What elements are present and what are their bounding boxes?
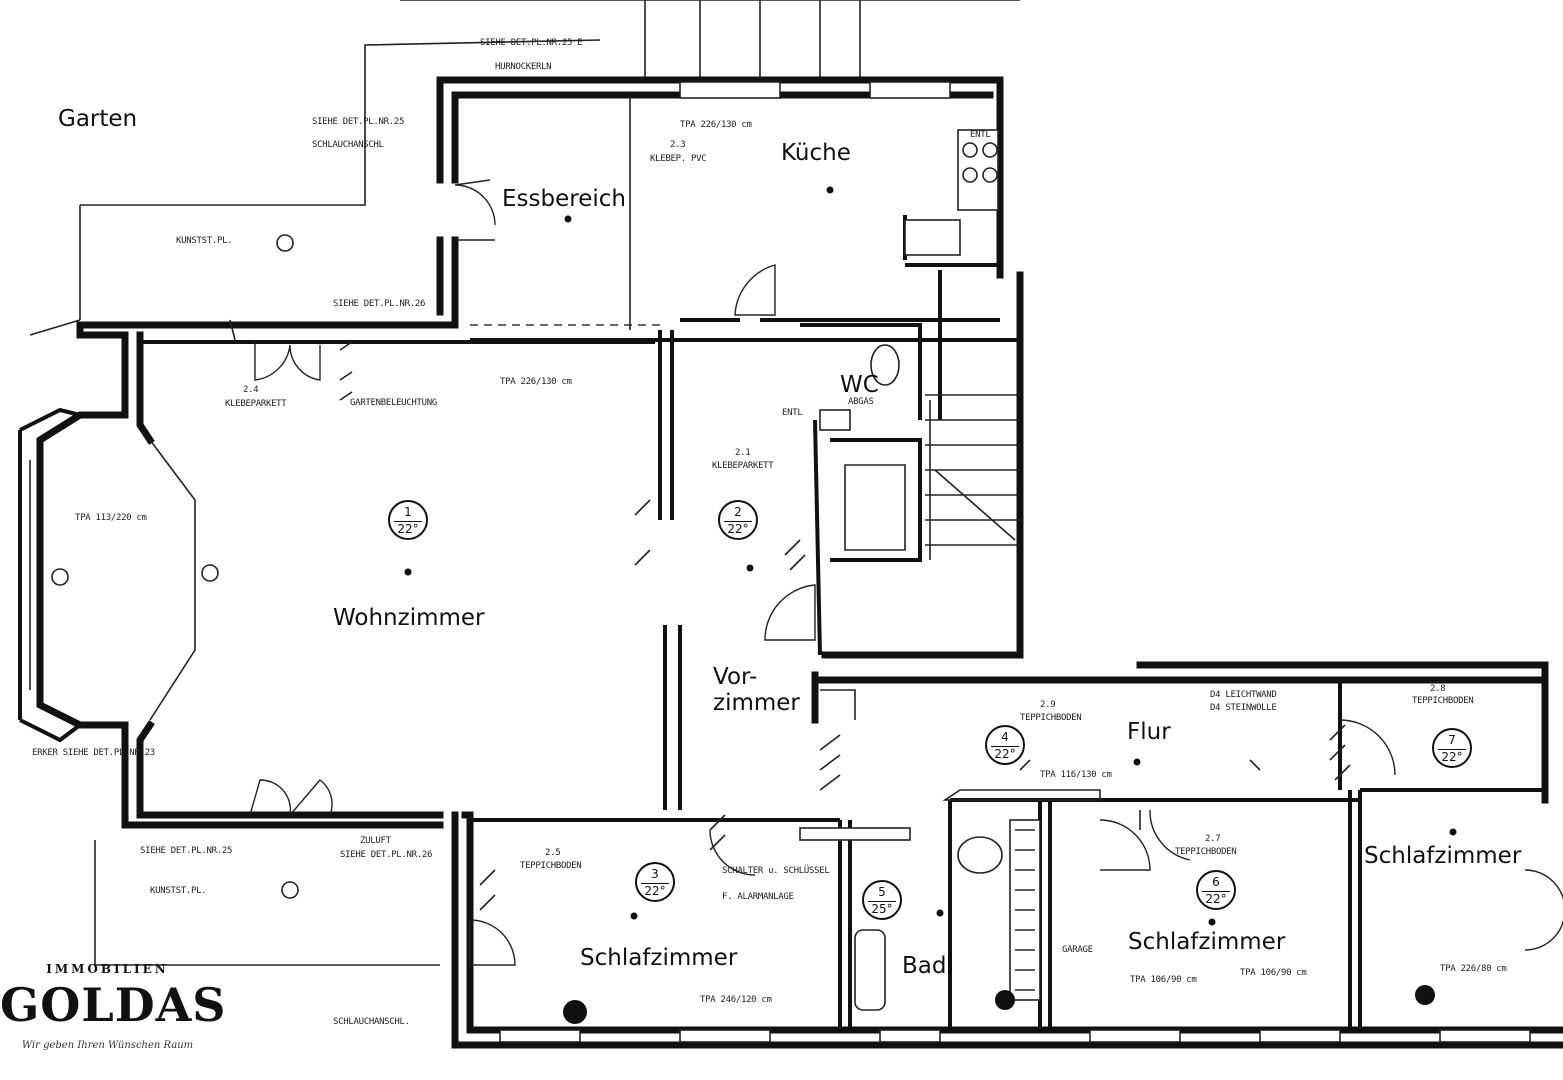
annotation-tpa-top: TPA 226/130 cm — [680, 120, 752, 130]
annotation-siehe-det-25: SIEHE DET.PL.NR.25 — [140, 846, 233, 856]
goldas-logo: IMMOBILIEN GOLDAS Wir geben Ihren Wünsch… — [0, 962, 227, 1051]
annotation-room-29: 2.9 — [1040, 700, 1056, 710]
interior-walls — [140, 95, 1545, 1030]
annotation-alarmanlage: F. ALARMANLAGE — [722, 892, 794, 902]
annotation-entl-hall: ENTL — [782, 408, 803, 418]
annotation-teppichboden-27: TEPPICHBODEN — [1175, 847, 1237, 857]
bay-window — [18, 407, 196, 743]
annotation-zuluft: ZULUFT — [360, 836, 391, 846]
logo-tagline: Wir geben Ihren Wünschen Raum — [21, 1040, 194, 1051]
electrical-symbols — [51, 234, 1351, 911]
annotation-schlauchanschl-south: SCHLAUCHANSCHL. — [333, 1017, 410, 1027]
bathroom-fixtures — [563, 344, 1435, 1024]
annotation-hurnockerln: HURNOCKERLN — [495, 62, 552, 72]
logo-goldas-text: GOLDAS — [0, 978, 227, 1032]
annotation-tpa-left: TPA 113/220 cm — [75, 513, 147, 523]
annotation-room-28: 2.8 — [1430, 684, 1446, 694]
room-label-flur: Flur — [1127, 719, 1171, 745]
annotation-gartenbeleuchtung: GARTENBELEUCHTUNG — [350, 398, 438, 408]
room-label-kueche: Küche — [781, 140, 851, 166]
windows-south — [499, 827, 1531, 1043]
annotation-abgas: ABGAS — [848, 397, 874, 407]
annotation-siehe-a: SIEHE DET.PL.NR.25 — [312, 117, 405, 127]
garden-boundary-lines — [29, 0, 1020, 966]
annotation-tpa-flur: TPA 116/130 cm — [1040, 770, 1112, 780]
room-label-schlafzimmer-middle: Schlafzimmer — [1128, 929, 1286, 955]
annotation-kunstst-pl-north: KUNSTST.PL. — [176, 236, 233, 246]
room-label-bad: Bad — [902, 953, 947, 979]
door-swings — [249, 179, 1563, 966]
annotation-siehe-e: SIEHE DET.PL.NR.25 E — [480, 38, 583, 48]
annotation-room-27: 2.7 — [1205, 834, 1221, 844]
annotation-entl-kitchen: ENTL — [970, 130, 991, 140]
annotation-garage: GARAGE — [1062, 945, 1093, 955]
room-label-wc: WC — [840, 372, 879, 398]
room-center-dots — [404, 186, 1457, 926]
room-label-schlafzimmer-east: Schlafzimmer — [1364, 843, 1522, 869]
annotation-steinwolle: D4 STEINWOLLE — [1210, 703, 1277, 713]
room-label-essbereich: Essbereich — [502, 186, 626, 212]
annotation-room-21: 2.1 — [735, 448, 751, 458]
annotation-schlauchanschl: SCHLAUCHANSCHL — [312, 140, 384, 150]
annotation-kunstst-pl-south: KUNSTST.PL. — [150, 886, 207, 896]
room-label-garten: Garten — [58, 106, 138, 132]
annotation-teppichboden-29: TEPPICHBODEN — [1020, 713, 1082, 723]
annotation-klebeparkett-24: KLEBEPARKETT — [225, 399, 287, 409]
annotation-teppichboden-28: TEPPICHBODEN — [1412, 696, 1474, 706]
exterior-walls — [36, 76, 1563, 1049]
annotation-teppichboden-25: TEPPICHBODEN — [520, 861, 582, 871]
annotation-tpa-bed2b: TPA 106/90 cm — [1240, 968, 1307, 978]
annotation-siehe-b: SIEHE DET.PL.NR.26 — [333, 299, 426, 309]
annotation-klebeparkett-21: KLEBEPARKETT — [712, 461, 774, 471]
annotation-tpa-bed2a: TPA 106/90 cm — [1130, 975, 1197, 985]
staircase — [925, 394, 1020, 560]
annotation-tpa-mid: TPA 226/130 cm — [500, 377, 572, 387]
room-label-wohnzimmer: Wohnzimmer — [333, 605, 485, 631]
annotation-room-24: 2.4 — [243, 385, 259, 395]
kitchen-fixtures — [679, 81, 999, 256]
annotation-siehe-det-26: SIEHE DET.PL.NR.26 — [340, 850, 433, 860]
annotation-erker: ERKER SIEHE DET.PL.NR.23 — [32, 748, 155, 758]
annotation-leichtwand: D4 LEICHTWAND — [1210, 690, 1277, 700]
annotation-schaltschrank: SCHALTER u. SCHLÜSSEL — [722, 866, 830, 876]
room-label-vorzimmer: Vor- zimmer — [713, 664, 800, 717]
room-label-schlafzimmer-west: Schlafzimmer — [580, 945, 738, 971]
annotation-room-25: 2.5 — [545, 848, 561, 858]
annotation-tpa-bed3: TPA 226/80 cm — [1440, 964, 1507, 974]
annotation-tpa-bed1: TPA 246/120 cm — [700, 995, 772, 1005]
annotation-klebe-pvc: KLEBEP. PVC — [650, 154, 707, 164]
annotation-room-23: 2.3 — [670, 140, 686, 150]
logo-immobilien-text: IMMOBILIEN — [46, 962, 169, 976]
